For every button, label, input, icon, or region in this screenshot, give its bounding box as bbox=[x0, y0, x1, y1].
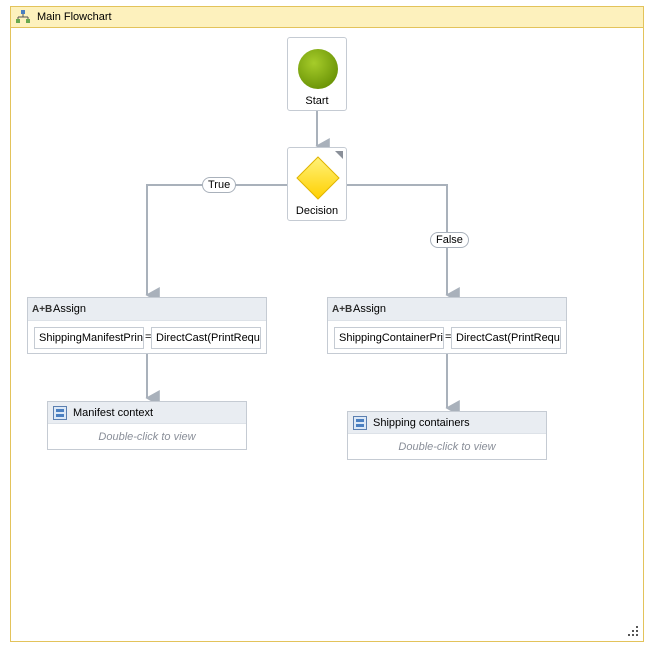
equals-sign: = bbox=[145, 331, 152, 343]
assign-value-field[interactable]: DirectCast(PrintReque bbox=[451, 327, 561, 349]
sequence-header: Manifest context bbox=[48, 402, 246, 424]
decision-label: Decision bbox=[295, 205, 339, 217]
assign-icon: A+B bbox=[332, 303, 353, 315]
assign-header: A+B Assign bbox=[328, 298, 566, 321]
false-branch-label[interactable]: False bbox=[430, 232, 469, 248]
start-label: Start bbox=[305, 95, 329, 107]
sequence-shipping-containers[interactable]: Shipping containers Double-click to view bbox=[347, 411, 547, 460]
sequence-title: Manifest context bbox=[73, 406, 154, 419]
resize-grip-icon[interactable] bbox=[628, 626, 638, 636]
sequence-title: Shipping containers bbox=[373, 416, 470, 429]
assign-to-field[interactable]: ShippingManifestPrint bbox=[34, 327, 144, 349]
flowchart-icon bbox=[16, 10, 30, 23]
sequence-header: Shipping containers bbox=[348, 412, 546, 434]
start-circle bbox=[298, 49, 338, 89]
assign-title: Assign bbox=[353, 303, 387, 315]
assign-icon: A+B bbox=[32, 303, 53, 315]
sequence-manifest-context[interactable]: Manifest context Double-click to view bbox=[47, 401, 247, 450]
assign-activity-left[interactable]: A+B Assign ShippingManifestPrint = Direc… bbox=[27, 297, 267, 354]
designer-title: Main Flowchart bbox=[37, 11, 112, 23]
sequence-hint: Double-click to view bbox=[398, 441, 496, 453]
sequence-icon bbox=[353, 415, 367, 430]
sequence-hint: Double-click to view bbox=[98, 431, 196, 443]
expand-corner-icon[interactable] bbox=[335, 151, 343, 159]
start-node[interactable]: Start bbox=[287, 37, 347, 111]
assign-to-field[interactable]: ShippingContainerPrir bbox=[334, 327, 444, 349]
true-branch-label[interactable]: True bbox=[202, 177, 237, 193]
equals-sign: = bbox=[445, 331, 452, 343]
decision-node[interactable]: Decision bbox=[287, 147, 347, 221]
assign-header: A+B Assign bbox=[28, 298, 266, 321]
assign-activity-right[interactable]: A+B Assign ShippingContainerPrir = Direc… bbox=[327, 297, 567, 354]
assign-value-field[interactable]: DirectCast(PrintReque bbox=[151, 327, 261, 349]
assign-title: Assign bbox=[53, 303, 87, 315]
designer-header[interactable]: Main Flowchart bbox=[11, 7, 643, 28]
sequence-icon bbox=[53, 405, 67, 420]
decision-diamond bbox=[296, 156, 340, 200]
